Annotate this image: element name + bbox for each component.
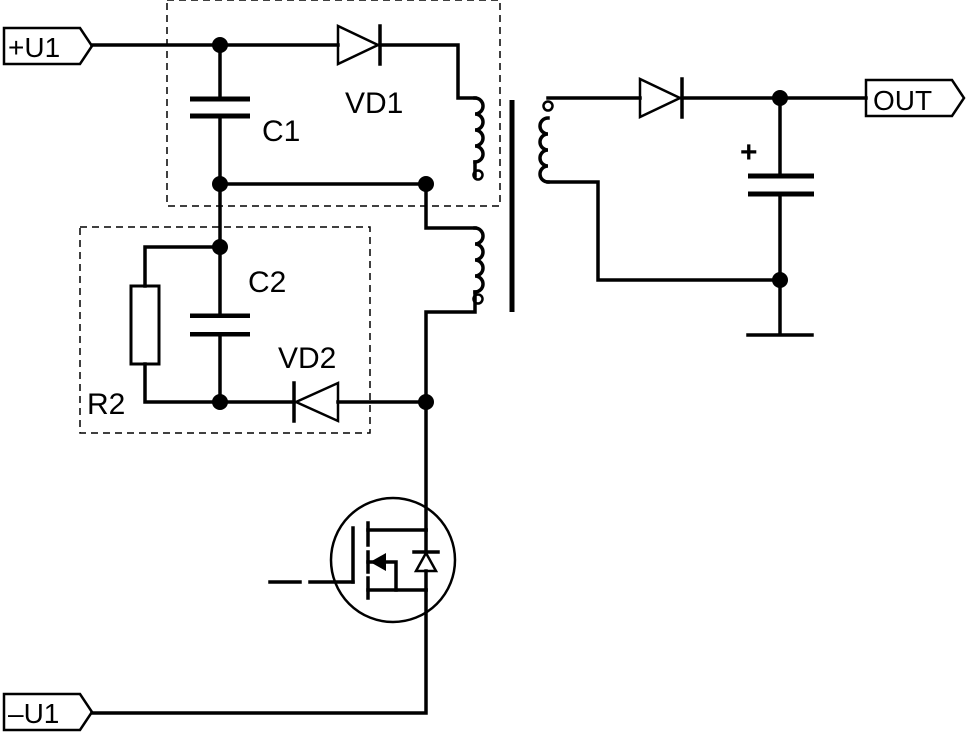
mosfet-transistor <box>329 496 457 624</box>
resistor-r2 <box>129 284 161 366</box>
junction-dot <box>772 272 788 288</box>
vd1-to-primary-wire <box>378 43 477 100</box>
output-capacitor <box>748 173 814 197</box>
snubber-group-bottom <box>79 226 371 434</box>
c2-gap <box>186 318 254 332</box>
source-to-negative-wire <box>90 588 428 715</box>
output-cap-polarity-label: + <box>740 136 758 169</box>
output-terminal: OUT <box>864 78 966 118</box>
primary-winding-lower <box>473 226 485 294</box>
vd2-label: VD2 <box>278 342 336 375</box>
mid-node-to-lower-winding <box>424 182 477 230</box>
positive-input-terminal: +U1 <box>2 26 94 66</box>
c2-label: C2 <box>248 266 286 299</box>
output-diode <box>638 77 684 119</box>
r2-top-wire <box>143 245 222 288</box>
primary-winding-upper <box>473 96 485 164</box>
capacitor-c2 <box>190 313 250 337</box>
winding-dot-secondary <box>542 100 554 112</box>
c1-label: C1 <box>262 115 300 148</box>
secondary-return-wire <box>546 180 782 282</box>
capacitor-c1 <box>190 96 250 119</box>
secondary-winding <box>538 116 550 184</box>
junction-dot <box>212 176 228 192</box>
diode-vd1 <box>336 24 382 66</box>
diode-vd2 <box>292 381 340 423</box>
junction-dot <box>212 394 228 410</box>
vd1-label: VD1 <box>345 87 403 120</box>
r2-bottom-wire <box>143 362 296 404</box>
r2-label: R2 <box>87 388 125 421</box>
negative-input-label: –U1 <box>8 698 59 729</box>
positive-input-label: +U1 <box>8 32 60 63</box>
negative-input-terminal: –U1 <box>2 692 94 732</box>
output-label: OUT <box>873 85 932 116</box>
drain-node-wire <box>424 290 477 404</box>
snubber-group-top <box>166 0 501 207</box>
